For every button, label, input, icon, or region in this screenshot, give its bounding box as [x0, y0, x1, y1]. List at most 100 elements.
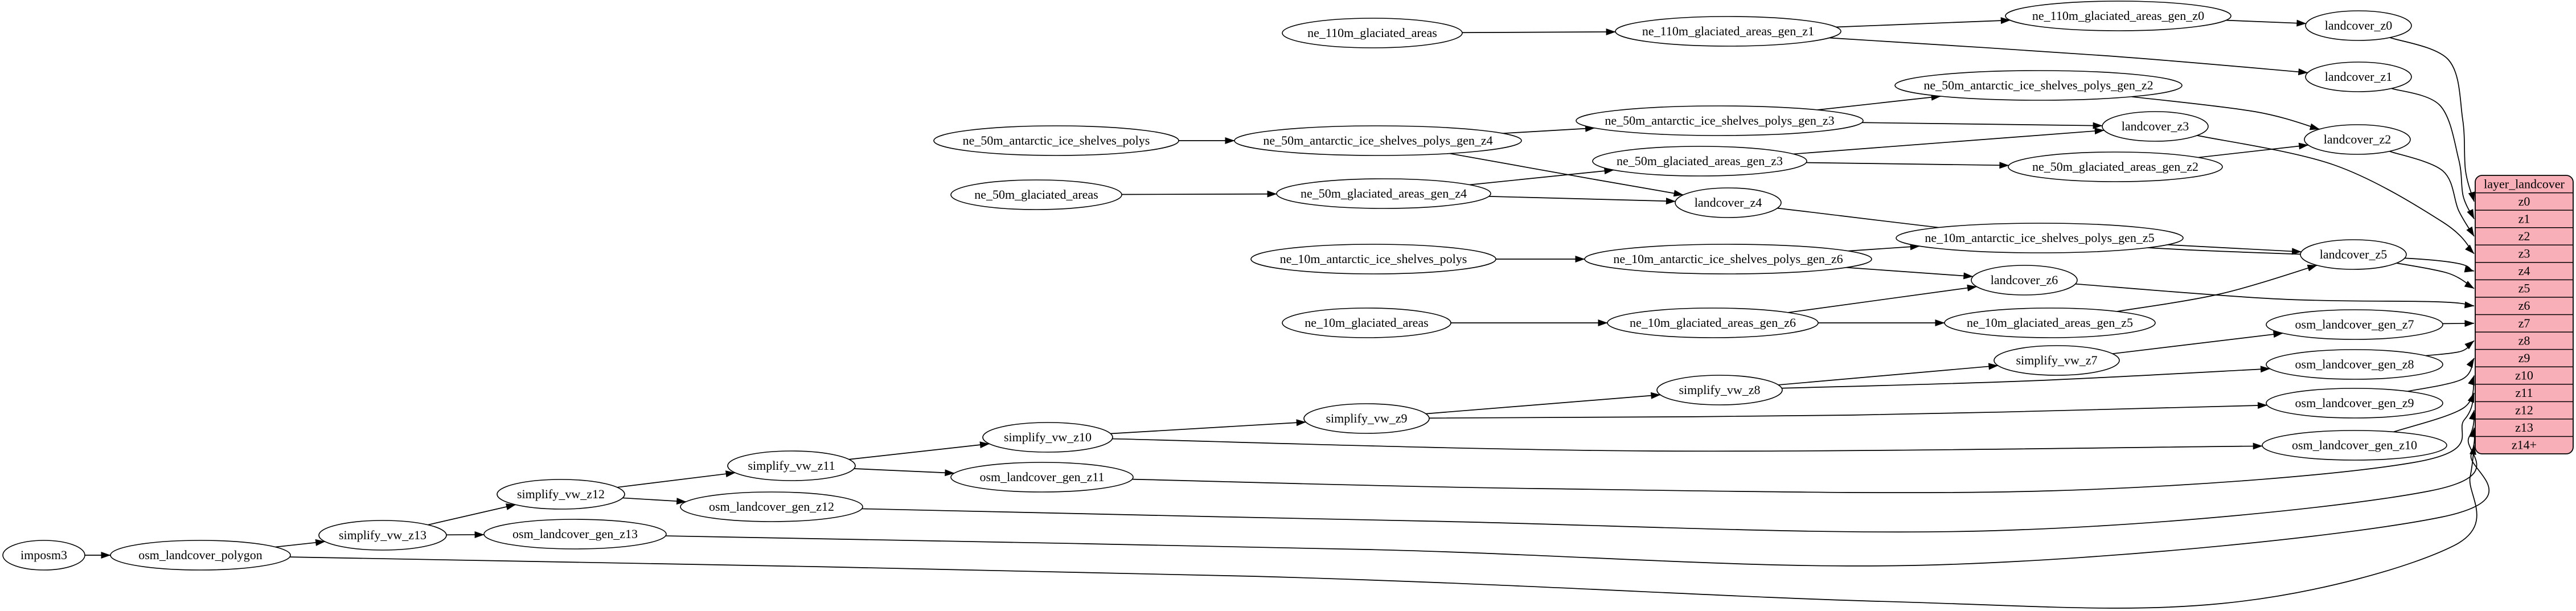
node-ellipse	[1592, 146, 1807, 177]
node-ellipse	[1656, 375, 1783, 405]
node-label: osm_landcover_gen_z10	[2292, 438, 2417, 452]
edge-osm_landcover_gen_z12-to-layer-row-z12	[862, 410, 2477, 533]
table-row-z12: z12	[2515, 403, 2533, 417]
node-ellipse	[1234, 125, 1522, 156]
node-ellipse	[2262, 430, 2447, 461]
edge-simplify_vw_z11-to-simplify_vw_z10	[848, 441, 990, 460]
edge-ne_10m_antarctic_ice_shelves_polys_gen_z6-to-ne_10m_antarctic_ice_shelves_polys_gen_z5	[1848, 243, 1920, 252]
table-row-z2: z2	[2518, 229, 2530, 243]
edge-ne_10m_antarctic_ice_shelves_polys_gen_z6-to-landcover_z6	[1846, 266, 1974, 280]
node-landcover_z0: landcover_z0	[2305, 10, 2412, 41]
node-ne_50m_antarctic_ice_shelves_polys_gen_z3: ne_50m_antarctic_ice_shelves_polys_gen_z…	[1576, 105, 1864, 136]
table-row-z3: z3	[2518, 247, 2530, 261]
node-label: ne_10m_glaciated_areas_gen_z5	[1967, 315, 2133, 330]
node-label: landcover_z4	[1695, 195, 1762, 210]
node-ellipse	[1993, 345, 2120, 376]
node-ellipse	[2266, 388, 2443, 419]
edge-ne_50m_glaciated_areas_gen_z3-to-ne_50m_glaciated_areas_gen_z2	[1806, 162, 2009, 169]
node-label: simplify_vw_z13	[339, 528, 426, 542]
edge-landcover_z3-to-layer-row-z3	[2197, 135, 2475, 255]
node-ne_50m_glaciated_areas_gen_z3: ne_50m_glaciated_areas_gen_z3	[1592, 146, 1807, 177]
edge-ne_50m_glaciated_areas_gen_z4-to-landcover_z4	[1488, 196, 1676, 205]
node-ellipse	[2005, 1, 2232, 31]
node-ellipse	[950, 179, 1122, 210]
node-label: osm_landcover_gen_z11	[979, 470, 1104, 484]
node-label: simplify_vw_z10	[1004, 430, 1092, 444]
layer-table-title: layer_landcover	[2484, 177, 2565, 191]
node-landcover_z6: landcover_z6	[1971, 265, 2078, 296]
node-simplify_vw_z13: simplify_vw_z13	[318, 520, 447, 551]
edge-simplify_vw_z11-to-osm_landcover_gen_z11	[854, 468, 955, 477]
node-label: simplify_vw_z9	[1326, 411, 1408, 425]
node-osm_landcover_gen_z13: osm_landcover_gen_z13	[483, 519, 667, 550]
edge-ne_50m_antarctic_ice_shelves_polys_gen_z3-to-landcover_z3	[1861, 122, 2103, 129]
node-label: landcover_z3	[2122, 119, 2189, 133]
edge-osm_landcover_polygon-to-layer-row-z14+	[289, 445, 2477, 609]
node-label: ne_50m_glaciated_areas	[974, 187, 1098, 202]
edge-simplify_vw_z8-to-osm_landcover_gen_z8	[1782, 366, 2271, 389]
node-ellipse	[1303, 403, 1430, 434]
node-label: simplify_vw_z7	[2016, 353, 2098, 367]
node-label: ne_10m_antarctic_ice_shelves_polys_gen_z…	[1613, 252, 1843, 266]
node-ellipse	[2008, 151, 2223, 182]
edge-ne_50m_antarctic_ice_shelves_polys_gen_z2-to-landcover_z2	[2131, 96, 2320, 130]
node-label: ne_10m_antarctic_ice_shelves_polys_gen_z…	[1925, 231, 2154, 245]
node-landcover_z2: landcover_z2	[2304, 124, 2411, 155]
edge-ne_50m_antarctic_ice_shelves_polys_gen_z4-to-landcover_z4	[1449, 153, 1684, 197]
node-ne_10m_glaciated_areas: ne_10m_glaciated_areas	[1282, 307, 1451, 338]
node-ellipse	[1971, 265, 2078, 296]
node-label: simplify_vw_z8	[1679, 383, 1761, 397]
node-simplify_vw_z8: simplify_vw_z8	[1656, 375, 1783, 405]
node-label: ne_50m_antarctic_ice_shelves_polys_gen_z…	[1605, 113, 1834, 128]
node-label: ne_110m_glaciated_areas	[1307, 26, 1437, 40]
edge-osm_landcover_gen_z8-to-layer-row-z8	[2425, 340, 2475, 356]
node-label: landcover_z5	[2320, 247, 2388, 261]
edge-osm_landcover_gen_z10-to-layer-row-z10	[2393, 375, 2475, 433]
node-label: ne_50m_glaciated_areas_gen_z4	[1301, 186, 1467, 200]
table-row-z14+: z14+	[2512, 438, 2537, 452]
node-ellipse	[497, 479, 625, 510]
edge-simplify_vw_z9-to-simplify_vw_z8	[1426, 392, 1661, 415]
node-label: landcover_z2	[2324, 132, 2392, 146]
edge-simplify_vw_z9-to-osm_landcover_gen_z9	[1429, 402, 2268, 419]
edge-simplify_vw_z7-to-osm_landcover_gen_z7	[2112, 331, 2283, 355]
table-row-z1: z1	[2518, 211, 2530, 225]
edge-osm_landcover_gen_z11-to-layer-row-z11	[1132, 392, 2475, 494]
edge-ne_50m_antarctic_ice_shelves_polys_gen_z4-to-ne_50m_antarctic_ice_shelves_polys_gen_z3	[1503, 125, 1595, 134]
node-ellipse	[727, 450, 856, 481]
node-ellipse	[1615, 16, 1841, 47]
node-osm_landcover_gen_z10: osm_landcover_gen_z10	[2262, 430, 2447, 461]
node-osm_landcover_gen_z12: osm_landcover_gen_z12	[680, 491, 863, 522]
node-ne_50m_antarctic_ice_shelves_polys_gen_z2: ne_50m_antarctic_ice_shelves_polys_gen_z…	[1894, 70, 2183, 101]
edge-landcover_z2-to-layer-row-z2	[2389, 150, 2475, 237]
node-osm_landcover_gen_z7: osm_landcover_gen_z7	[2266, 309, 2443, 340]
node-label: osm_landcover_polygon	[138, 548, 262, 562]
node-ellipse	[318, 520, 447, 551]
edge-ne_50m_antarctic_ice_shelves_polys_gen_z3-to-ne_50m_antarctic_ice_shelves_polys_gen_z2	[1817, 93, 1941, 110]
node-label: ne_110m_glaciated_areas_gen_z1	[1642, 24, 1814, 38]
node-osm_landcover_polygon: osm_landcover_polygon	[110, 540, 291, 571]
node-ne_50m_glaciated_areas: ne_50m_glaciated_areas	[950, 179, 1122, 210]
node-label: ne_50m_glaciated_areas_gen_z2	[2032, 159, 2198, 174]
node-label: osm_landcover_gen_z13	[512, 527, 638, 541]
edge-landcover_z1-to-layer-row-z1	[2391, 88, 2475, 219]
edge-ne_110m_glaciated_areas_gen_z1-to-landcover_z1	[1829, 37, 2308, 76]
edge-landcover_z6-to-layer-row-z6	[2075, 283, 2475, 309]
edge-simplify_vw_z12-to-simplify_vw_z11	[617, 470, 736, 488]
node-ne_50m_glaciated_areas_gen_z2: ne_50m_glaciated_areas_gen_z2	[2008, 151, 2223, 182]
node-ellipse	[2266, 309, 2443, 340]
edge-ne_10m_antarctic_ice_shelves_polys_gen_z5-to-landcover_z5	[2167, 244, 2302, 255]
node-label: landcover_z1	[2325, 69, 2393, 84]
node-landcover_z3: landcover_z3	[2102, 111, 2209, 142]
node-landcover_z1: landcover_z1	[2305, 61, 2412, 92]
node-ellipse	[1282, 307, 1451, 338]
node-simplify_vw_z11: simplify_vw_z11	[727, 450, 856, 481]
edge-landcover_z4-to-layer-row-z4	[1777, 207, 2475, 273]
table-row-z8: z8	[2518, 333, 2530, 347]
node-ne_10m_glaciated_areas_gen_z6: ne_10m_glaciated_areas_gen_z6	[1607, 307, 1819, 338]
node-label: ne_50m_antarctic_ice_shelves_polys_gen_z…	[1263, 133, 1492, 147]
node-simplify_vw_z9: simplify_vw_z9	[1303, 403, 1430, 434]
node-ellipse	[1944, 307, 2156, 338]
node-label: osm_landcover_gen_z7	[2295, 317, 2414, 331]
